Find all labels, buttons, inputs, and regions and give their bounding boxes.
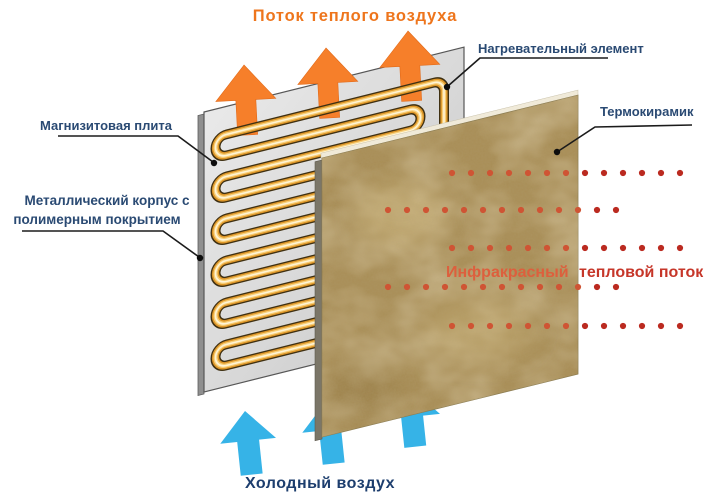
pointer-line-metal-case: [22, 230, 200, 258]
pointer-line-magnesite: [58, 135, 214, 163]
ir-dot: [486, 322, 494, 330]
ir-dot: [460, 283, 468, 291]
ir-dot: [498, 283, 506, 291]
ir-dot: [612, 206, 620, 214]
ir-dot: [524, 244, 532, 252]
pointer-lines: [22, 57, 693, 262]
ir-dot: [562, 322, 570, 330]
ir-dot: [676, 244, 684, 252]
ir-dot: [524, 322, 532, 330]
warm-air-arrow: [297, 47, 359, 119]
ir-dot: [543, 244, 551, 252]
ir-dots-layer: [384, 169, 684, 330]
warm-air-arrow: [379, 30, 441, 102]
ir-dot: [441, 283, 449, 291]
tile-left-side-face: [314, 159, 323, 442]
ir-flow-label-rest: тепловой поток: [579, 264, 704, 281]
pointer-dot-metal-case: [196, 254, 204, 262]
ir-dot: [498, 206, 506, 214]
ir-dot: [581, 244, 589, 252]
ir-dot: [505, 244, 513, 252]
cold-air-arrow: [220, 411, 276, 476]
metal-case-label-line2: полимерным покрытием: [13, 212, 180, 227]
ir-dot: [657, 244, 665, 252]
ir-dot: [593, 206, 601, 214]
ir-dot: [638, 169, 646, 177]
ir-dot: [555, 283, 563, 291]
ir-dot: [619, 169, 627, 177]
metal-case-label-line1: Металлический корпус с: [24, 193, 190, 208]
ir-dot: [460, 206, 468, 214]
thermoceramic-label: Термокирамик: [600, 104, 694, 119]
ir-flow-label-word1: Инфракрасный: [446, 264, 569, 281]
ir-flow-label: Инфракрасный тепловой поток: [446, 264, 704, 281]
ir-dot: [562, 169, 570, 177]
ir-dot: [619, 244, 627, 252]
ir-dot: [479, 206, 487, 214]
ir-dot: [555, 206, 563, 214]
ir-dot: [581, 322, 589, 330]
ir-dot: [467, 322, 475, 330]
ir-dot: [619, 322, 627, 330]
ir-dot: [524, 169, 532, 177]
ir-dot: [467, 169, 475, 177]
ir-dot: [657, 169, 665, 177]
pointer-line-heating-element: [447, 57, 608, 87]
ir-dot: [638, 322, 646, 330]
ir-dot: [517, 206, 525, 214]
ir-dot: [543, 169, 551, 177]
ceramic-tile: [314, 89, 579, 442]
pointer-dot-heating-element: [443, 83, 451, 91]
ir-dot: [517, 283, 525, 291]
ir-dot: [593, 283, 601, 291]
pointer-dot-magnesite: [210, 159, 218, 167]
ir-dot: [574, 283, 582, 291]
ir-dot: [600, 322, 608, 330]
ir-dot: [600, 169, 608, 177]
pointer-dot-thermoceramic: [553, 148, 561, 156]
ir-dot: [505, 322, 513, 330]
ir-dot: [384, 206, 392, 214]
ir-dot: [612, 283, 620, 291]
ir-dot: [479, 283, 487, 291]
ir-dot: [543, 322, 551, 330]
ir-dot: [505, 169, 513, 177]
ir-dot: [448, 322, 456, 330]
ir-dot: [638, 244, 646, 252]
ir-dot: [441, 206, 449, 214]
ir-dot: [574, 206, 582, 214]
plate-side-face: [197, 113, 205, 396]
ir-dot: [486, 169, 494, 177]
ir-dot: [562, 244, 570, 252]
ir-dot: [581, 169, 589, 177]
ir-dot: [422, 206, 430, 214]
ir-dot: [486, 244, 494, 252]
ir-dot: [448, 244, 456, 252]
ir-dot: [384, 283, 392, 291]
ir-dot: [467, 244, 475, 252]
ir-dot: [448, 169, 456, 177]
ir-dot: [403, 206, 411, 214]
ir-dot: [403, 283, 411, 291]
ir-dot: [536, 283, 544, 291]
pointer-line-thermoceramic: [556, 124, 693, 153]
ir-dot: [600, 244, 608, 252]
warm-air-title: Поток теплого воздуха: [253, 7, 457, 25]
cold-air-label: Холодный воздух: [245, 475, 395, 492]
magnesite-plate-label: Магнизитовая плита: [40, 118, 173, 133]
ir-dot: [676, 169, 684, 177]
ir-dot: [657, 322, 665, 330]
tile-texture: [322, 95, 578, 437]
labels: Поток теплого воздуха Нагревательный эле…: [13, 7, 704, 492]
ir-dot: [536, 206, 544, 214]
warm-air-arrows: [215, 30, 441, 136]
ir-dot: [676, 322, 684, 330]
warm-air-arrow: [215, 64, 277, 136]
heating-element-label: Нагревательный элемент: [478, 41, 644, 56]
ir-dot: [422, 283, 430, 291]
